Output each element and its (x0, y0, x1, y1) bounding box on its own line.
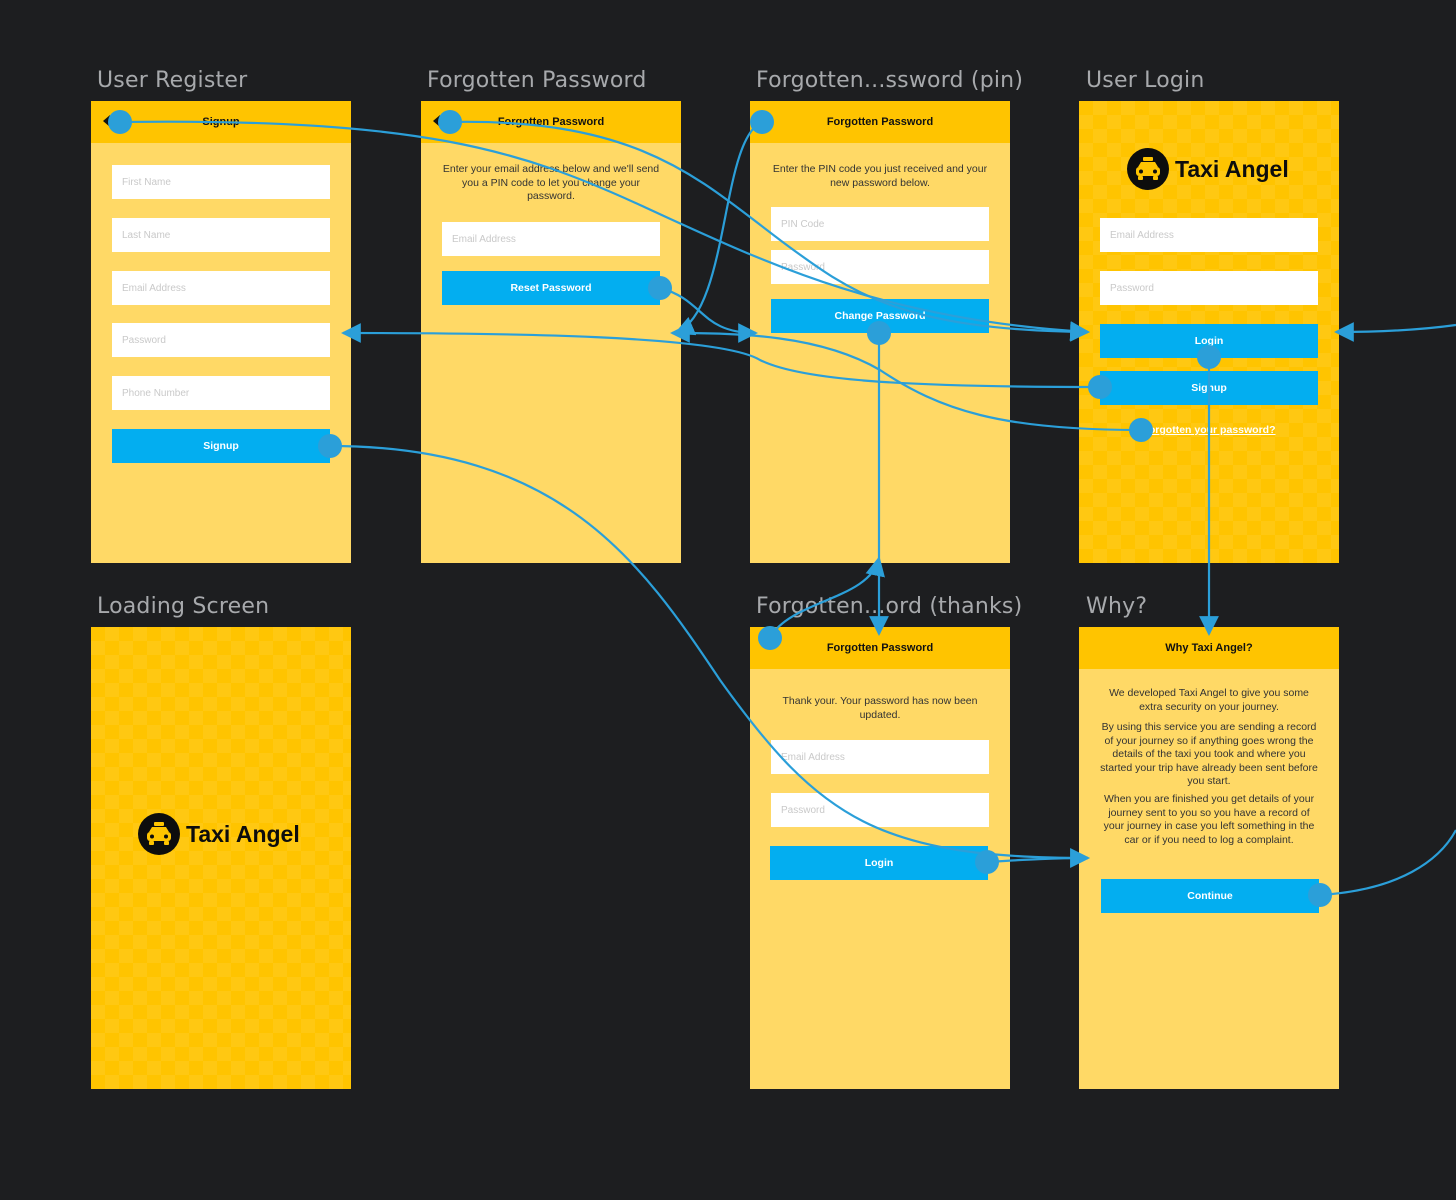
signup-button[interactable]: Signup (1100, 371, 1318, 405)
forgot-pin-instructions: Enter the PIN code you just received and… (772, 163, 988, 189)
why-screen: Why Taxi Angel? We developed Taxi Angel … (1079, 627, 1339, 1089)
flow-continue-out (1319, 829, 1456, 897)
why-header-title: Why Taxi Angel? (1165, 642, 1253, 654)
back-arrow-icon[interactable] (433, 115, 440, 127)
continue-button[interactable]: Continue (1101, 879, 1319, 913)
artboard-title-loading: Loading Screen (97, 594, 270, 619)
loading-logo: Taxi Angel (138, 813, 300, 855)
forgot-instructions: Enter your email address below and we'll… (442, 163, 660, 202)
login-button[interactable]: Login (770, 846, 988, 880)
email-field[interactable]: Email Address (442, 222, 660, 256)
email-field[interactable]: Email Address (771, 740, 989, 774)
register-header-title: Signup (202, 116, 240, 128)
forgot-header-title: Forgotten Password (497, 116, 605, 128)
artboard-title-why: Why? (1086, 594, 1148, 619)
taxi-icon (138, 813, 180, 855)
login-button[interactable]: Login (1100, 324, 1318, 358)
back-arrow-icon[interactable] (103, 115, 110, 127)
artboard-title-forgot-thanks: Forgotten...ord (thanks) (756, 594, 1023, 619)
login-logo: Taxi Angel (1127, 148, 1289, 190)
email-field[interactable]: Email Address (1100, 218, 1318, 252)
signup-button[interactable]: Signup (112, 429, 330, 463)
email-field[interactable]: Email Address (112, 271, 330, 305)
thanks-message: Thank your. Your password has now been u… (782, 695, 978, 721)
last-name-field[interactable]: Last Name (112, 218, 330, 252)
artboard-title-login: User Login (1086, 68, 1205, 93)
why-paragraph-1: We developed Taxi Angel to give you some… (1109, 687, 1309, 713)
register-header: Signup (91, 101, 351, 143)
forgot-screen: Forgotten Password Enter your email addr… (421, 101, 681, 563)
first-name-field[interactable]: First Name (112, 165, 330, 199)
why-paragraph-3: When you are finished you get details of… (1103, 793, 1315, 846)
password-field[interactable]: Password (1100, 271, 1318, 305)
forgot-password-link[interactable]: Forgotten your password? (1142, 424, 1276, 436)
forgot-thanks-header-title: Forgotten Password (826, 642, 934, 654)
loading-logo-text: Taxi Angel (186, 820, 300, 847)
pin-code-field[interactable]: PIN Code (771, 207, 989, 241)
forgot-thanks-screen: Forgotten Password Thank your. Your pass… (750, 627, 1010, 1089)
artboard-title-forgot: Forgotten Password (427, 68, 647, 93)
register-screen: Signup First Name Last Name Email Addres… (91, 101, 351, 563)
flow-into-login (1334, 322, 1456, 342)
forgot-pin-header-title: Forgotten Password (826, 116, 934, 128)
login-screen: Taxi Angel Email Address Password Login … (1079, 101, 1339, 563)
password-field[interactable]: Password (771, 250, 989, 284)
phone-number-field[interactable]: Phone Number (112, 376, 330, 410)
login-logo-text: Taxi Angel (1175, 155, 1289, 182)
loading-screen: Taxi Angel (91, 627, 351, 1089)
artboard-title-register: User Register (97, 68, 248, 93)
password-field[interactable]: Password (112, 323, 330, 357)
reset-password-button[interactable]: Reset Password (442, 271, 660, 305)
forgot-header: Forgotten Password (421, 101, 681, 143)
why-paragraph-2: By using this service you are sending a … (1100, 721, 1318, 787)
artboard-title-forgot-pin: Forgotten...ssword (pin) (756, 68, 1024, 93)
why-header: Why Taxi Angel? (1079, 627, 1339, 669)
forgot-pin-screen: Forgotten Password Enter the PIN code yo… (750, 101, 1010, 563)
taxi-icon (1127, 148, 1169, 190)
change-password-button[interactable]: Change Password (771, 299, 989, 333)
forgot-thanks-header: Forgotten Password (750, 627, 1010, 669)
forgot-pin-header: Forgotten Password (750, 101, 1010, 143)
password-field[interactable]: Password (771, 793, 989, 827)
